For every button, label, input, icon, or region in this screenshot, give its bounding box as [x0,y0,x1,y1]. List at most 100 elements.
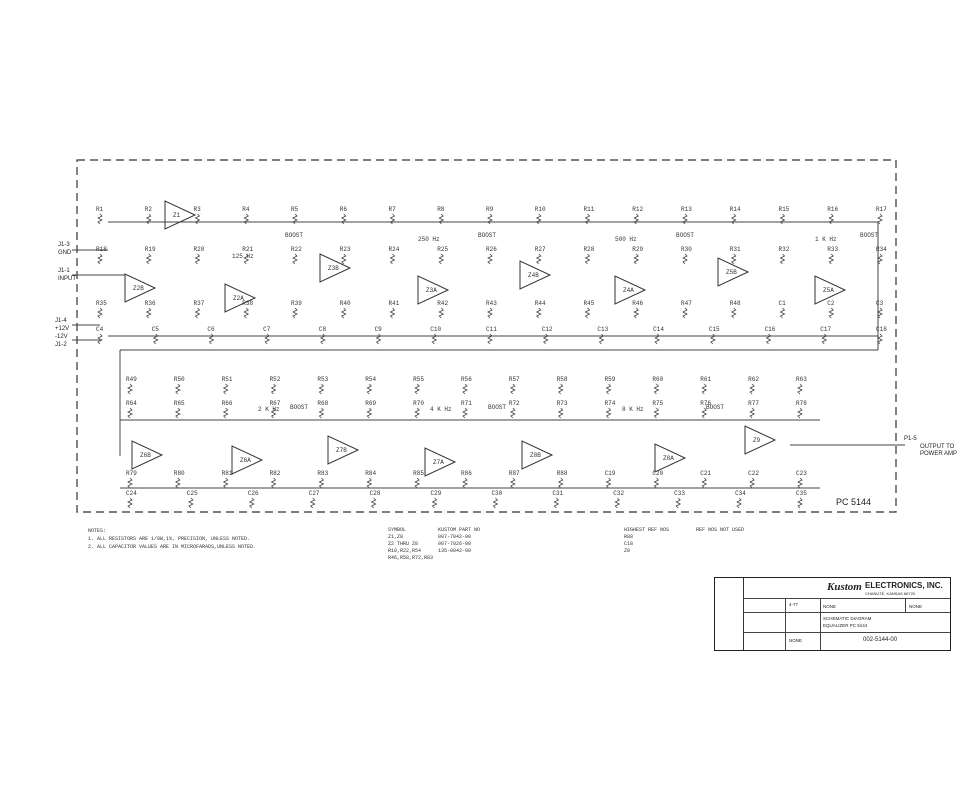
resistor-symbol [145,213,152,225]
capacitor-symbol [97,333,103,345]
resistor-symbol [194,253,201,265]
highest-ref-header: HIGHEST REF NOS [624,527,670,533]
resistor-label: R36 [144,300,156,307]
resistor-label: R42 [437,300,449,307]
capacitor-symbol [542,333,549,345]
resistor-label: R77 [748,400,759,407]
capacitor-label: C7 [263,326,271,333]
resistor-label: R87 [508,470,520,477]
resistor-label: R44 [534,300,546,307]
capacitor-symbol [828,307,835,319]
resistor-symbol [366,477,373,489]
capacitor-label: C32 [613,490,625,497]
resistor-symbol [877,253,883,265]
resistor-symbol [127,383,133,395]
output-label: OUTPUT TO POWER AMP [920,444,958,457]
boost-label: BOOST [285,232,304,239]
capacitor-label: C23 [796,470,807,477]
capacitor-symbol [749,477,756,489]
part-row: 135-0042-00 [438,548,472,554]
capacitor-symbol [765,333,772,345]
resistor-label: R65 [173,400,185,407]
resistor-label: R15 [778,206,790,213]
boost-label: BOOST [860,232,879,239]
resistor-symbol [557,407,564,419]
opamp-label: Z3B [328,265,339,272]
capacitor-symbol [208,333,215,345]
highest-ref-section: HIGHEST REF NOS R88 C18 Z8 [624,527,669,555]
capacitor-symbol [487,333,493,345]
capacitor-label: C31 [552,490,564,497]
opamp-label: Z3A [426,287,437,294]
resistor-symbol [535,253,542,265]
capacitor-symbol [370,497,377,509]
resistor-symbol [605,407,612,419]
resistor-symbol [145,253,152,265]
opamp-label: Z8B [530,452,541,459]
resistor-symbol [366,407,373,419]
band-frequency-label: 8 K Hz [622,406,644,413]
capacitor-label: C24 [126,490,137,497]
resistor-symbol [749,407,756,419]
resistor-symbol [749,383,756,395]
resistor-label: R20 [193,246,205,253]
resistor-symbol [557,477,564,489]
resistor-symbol [222,383,229,395]
resistor-label: R75 [652,400,664,407]
opamp-z2b [124,273,157,303]
resistor-symbol [318,407,325,419]
minus12-label: -12V [55,334,68,340]
resistor-label: R21 [242,246,254,253]
tb-divider [905,598,906,612]
resistor-label: R31 [729,246,741,253]
resistor-symbol [414,477,421,489]
resistor-symbol [779,253,786,265]
resistor-symbol [462,383,468,395]
band-frequency-label: 1 K Hz [815,236,837,243]
capacitor-label: C2 [827,300,835,307]
resistor-symbol [292,307,298,319]
opamp-label: Z2A [233,295,244,302]
company-address: CHANUTE, KANSAS 66720 [865,591,916,596]
resistor-label: R69 [365,400,377,407]
resistor-symbol [509,407,516,419]
resistor-symbol [318,477,325,489]
resistor-symbol [243,253,250,265]
resistor-label: R72 [508,400,520,407]
resistor-label: R12 [632,206,644,213]
capacitor-label: C4 [96,326,104,333]
band-frequency-label: 250 Hz [418,236,440,243]
capacitor-symbol [188,497,194,509]
resistor-label: R83 [317,470,329,477]
capacitor-symbol [431,333,438,345]
resistor-label: R48 [729,300,741,307]
resistor-symbol [222,477,229,489]
opamp-label: Z9 [753,437,761,444]
resistor-label: R35 [96,300,107,307]
capacitor-label: C18 [876,326,887,333]
boost-label: BOOST [676,232,695,239]
resistor-symbol [97,253,103,265]
opamp-z8b [521,440,554,470]
resistor-symbol [438,253,445,265]
part-header: KUSTOM PART NO [438,527,481,533]
resistor-label: R22 [291,246,302,253]
notes-section: NOTES: 1. ALL RESISTORS ARE 1/8W,1%, PRE… [88,527,256,551]
resistor-label: R43 [486,300,497,307]
capacitor-symbol [431,497,438,509]
resistor-symbol [584,253,591,265]
resistor-label: R32 [778,246,790,253]
opamp-z7a [424,447,457,477]
resistor-symbol [318,383,325,395]
resistor-symbol [462,477,468,489]
resistor-label: R53 [317,376,329,383]
resistor-label: R25 [437,246,449,253]
resistor-label: R60 [652,376,664,383]
connector-j1-2: J1-2 [55,342,67,348]
band-frequency-label: 500 Hz [615,236,637,243]
finish-value: NONE [909,604,923,609]
resistor-label: R6 [339,206,347,213]
resistor-symbol [194,307,201,319]
capacitor-symbol [701,477,708,489]
resistor-label: R29 [632,246,644,253]
